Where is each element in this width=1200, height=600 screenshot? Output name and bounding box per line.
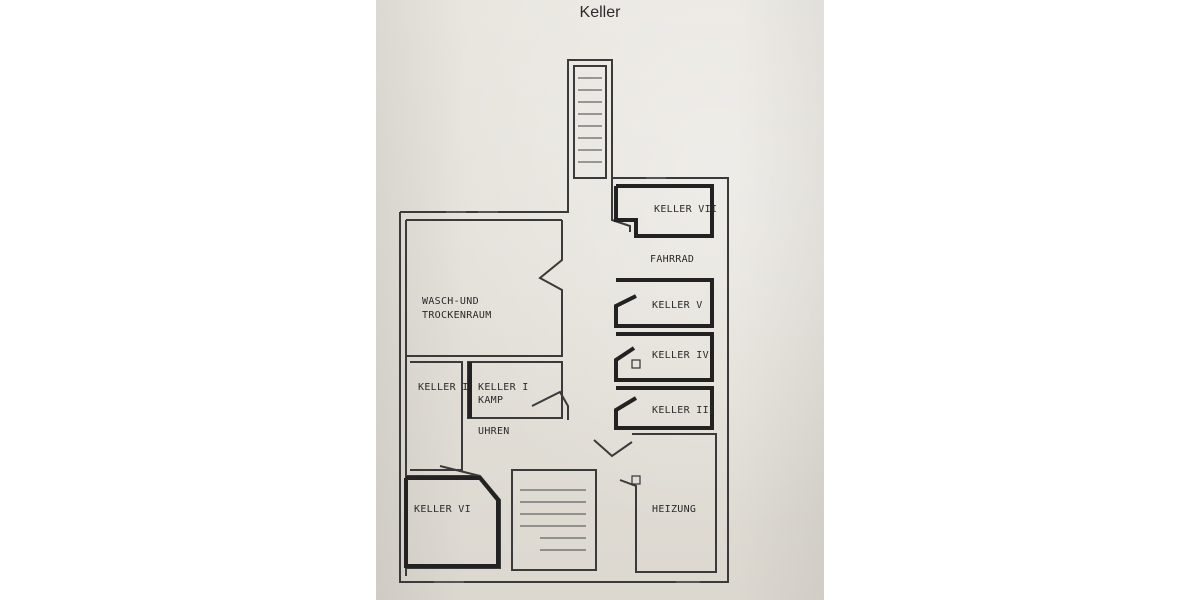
wall-keller-vi-thick: [404, 476, 500, 568]
window-marks: [434, 177, 700, 583]
stair-top: [573, 65, 607, 179]
label-keller-iii: KELLER III: [652, 405, 715, 416]
label-keller-i: KELLER I: [418, 382, 469, 393]
wall-keller-vii: [614, 184, 714, 238]
paper-sheet: [376, 0, 824, 600]
stair-bottom: [511, 469, 597, 571]
chimney-mark: [631, 359, 641, 369]
door-keller-vi: [439, 465, 481, 477]
label-uhren: UHREN: [478, 426, 510, 437]
label-keller-iv: KELLER IV: [652, 350, 709, 361]
door-keller-i-kamp: [531, 390, 569, 420]
wall-keller-v: [614, 278, 714, 328]
label-keller-v: KELLER V: [652, 300, 703, 311]
label-wasch-line1: WASCH-UND: [422, 296, 479, 307]
wall-wasch: [406, 220, 563, 357]
boiler-mark: [631, 475, 641, 485]
wall-keller-iii: [614, 386, 714, 430]
label-keller-i-kamp-line1: KELLER I: [478, 382, 529, 393]
door-heizung: [593, 439, 633, 458]
storage-walls: [404, 184, 714, 568]
paper-shading: [376, 0, 824, 600]
wall-keller-iv: [614, 332, 714, 382]
label-keller-vii: KELLER VII: [654, 204, 717, 215]
label-heizung: HEIZUNG: [652, 504, 696, 515]
label-keller-vi: KELLER VI: [414, 504, 471, 515]
wall-heizung: [619, 433, 717, 573]
corridor-wall: [611, 178, 631, 232]
wall-keller-i: [410, 361, 463, 471]
label-fahrrad: FAHRRAD: [650, 254, 694, 265]
label-keller-i-kamp-line2: KAMP: [478, 395, 503, 406]
page-title: Keller: [579, 4, 621, 21]
stair-treads: [520, 77, 602, 551]
wall-keller-vi: [405, 475, 501, 569]
label-wasch-line2: TROCKENRAUM: [422, 310, 492, 321]
